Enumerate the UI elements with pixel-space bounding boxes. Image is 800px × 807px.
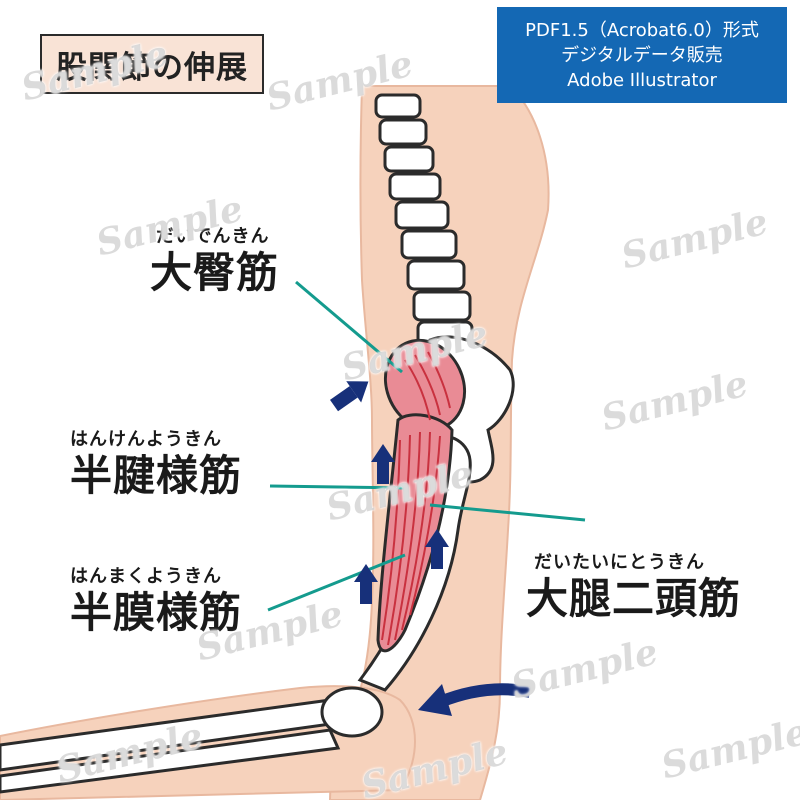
label-ruby: はんまくようきん: [70, 566, 222, 587]
format-line: PDF1.5（Acrobat6.0）形式: [525, 19, 759, 41]
direction-arrows: [330, 381, 532, 716]
lower-leg-bones: [0, 686, 384, 794]
label-name: 大腿二頭筋: [526, 574, 742, 623]
page-title: 股関節の伸展: [40, 34, 264, 94]
label-ruby: だいでんきん: [156, 226, 270, 247]
label-name: 半腱様筋: [70, 451, 243, 500]
label-ruby: はんけんようきん: [70, 429, 222, 450]
software-line: Adobe Illustrator: [567, 69, 717, 91]
label-gluteus-maximus: だいでんきん 大臀筋: [150, 222, 279, 298]
label-ruby: だいたいにとうきん: [534, 552, 705, 573]
leader-lines: [267, 280, 586, 612]
sales-line: デジタルデータ販売: [561, 44, 723, 66]
label-semitendinosus: はんけんようきん 半腱様筋: [70, 425, 242, 501]
label-biceps-femoris: だいたいにとうきん 大腿二頭筋: [526, 548, 741, 624]
muscles: [376, 338, 467, 653]
label-name: 大臀筋: [150, 248, 280, 297]
label-name: 半膜様筋: [70, 588, 243, 637]
label-semimembranosus: はんまくようきん 半膜様筋: [70, 562, 242, 638]
format-info-box: PDF1.5（Acrobat6.0）形式 デジタルデータ販売 Adobe Ill…: [497, 7, 787, 103]
